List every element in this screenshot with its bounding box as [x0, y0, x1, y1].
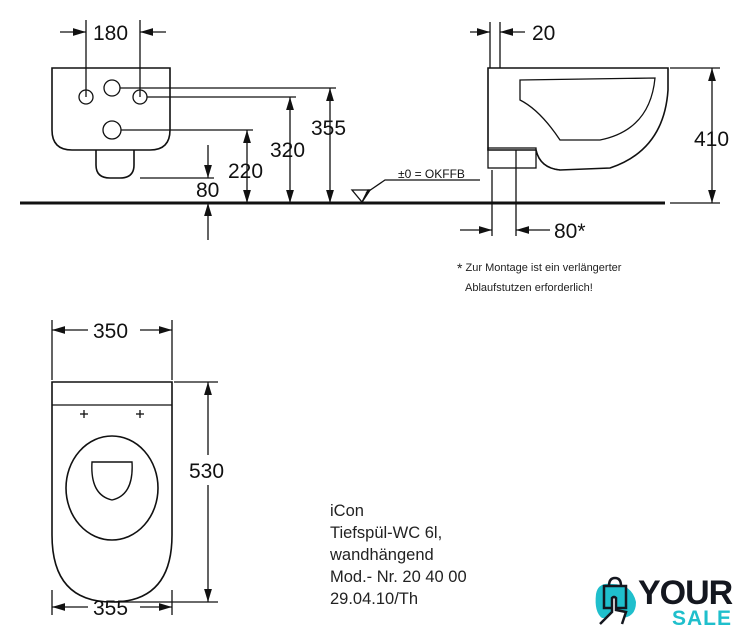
dim-355: 355	[311, 117, 346, 140]
dim-80-star: 80*	[554, 220, 586, 243]
side-view	[460, 22, 720, 236]
dim-410: 410	[694, 128, 729, 151]
product-model: Mod.- Nr. 20 40 00	[330, 568, 467, 586]
floor-label: ±0 = OKFFB	[398, 167, 465, 181]
dim-180: 180	[93, 22, 128, 45]
product-type: Tiefspül-WC 6l,	[330, 524, 443, 542]
shopping-bag-hand-icon	[595, 576, 636, 625]
dim-355-bottom: 355	[93, 597, 128, 620]
dim-80: 80	[196, 179, 219, 202]
footnote-star: *	[457, 260, 463, 276]
footnote: * Zur Montage ist ein verlängerter Ablau…	[457, 258, 621, 298]
top-view	[51, 320, 218, 615]
product-name: iCon	[330, 502, 364, 520]
logo-word-your: YOUR	[638, 574, 733, 612]
footnote-line2: Ablaufstutzen erforderlich!	[465, 282, 593, 294]
dim-320: 320	[270, 139, 305, 162]
product-info: iCon Tiefspül-WC 6l, wandhängend Mod.- N…	[330, 500, 467, 610]
dim-220: 220	[228, 160, 263, 183]
dim-20: 20	[532, 22, 555, 45]
logo-word-sale: SALE	[672, 607, 733, 630]
dim-530: 530	[189, 460, 224, 483]
footnote-line1: Zur Montage ist ein verlängerter	[465, 262, 622, 274]
dim-350: 350	[93, 320, 128, 343]
product-date: 29.04.10/Th	[330, 590, 419, 608]
yoursale-logo: YOUR SALE	[592, 572, 742, 632]
product-mount: wandhängend	[330, 546, 434, 564]
front-view	[51, 20, 480, 240]
